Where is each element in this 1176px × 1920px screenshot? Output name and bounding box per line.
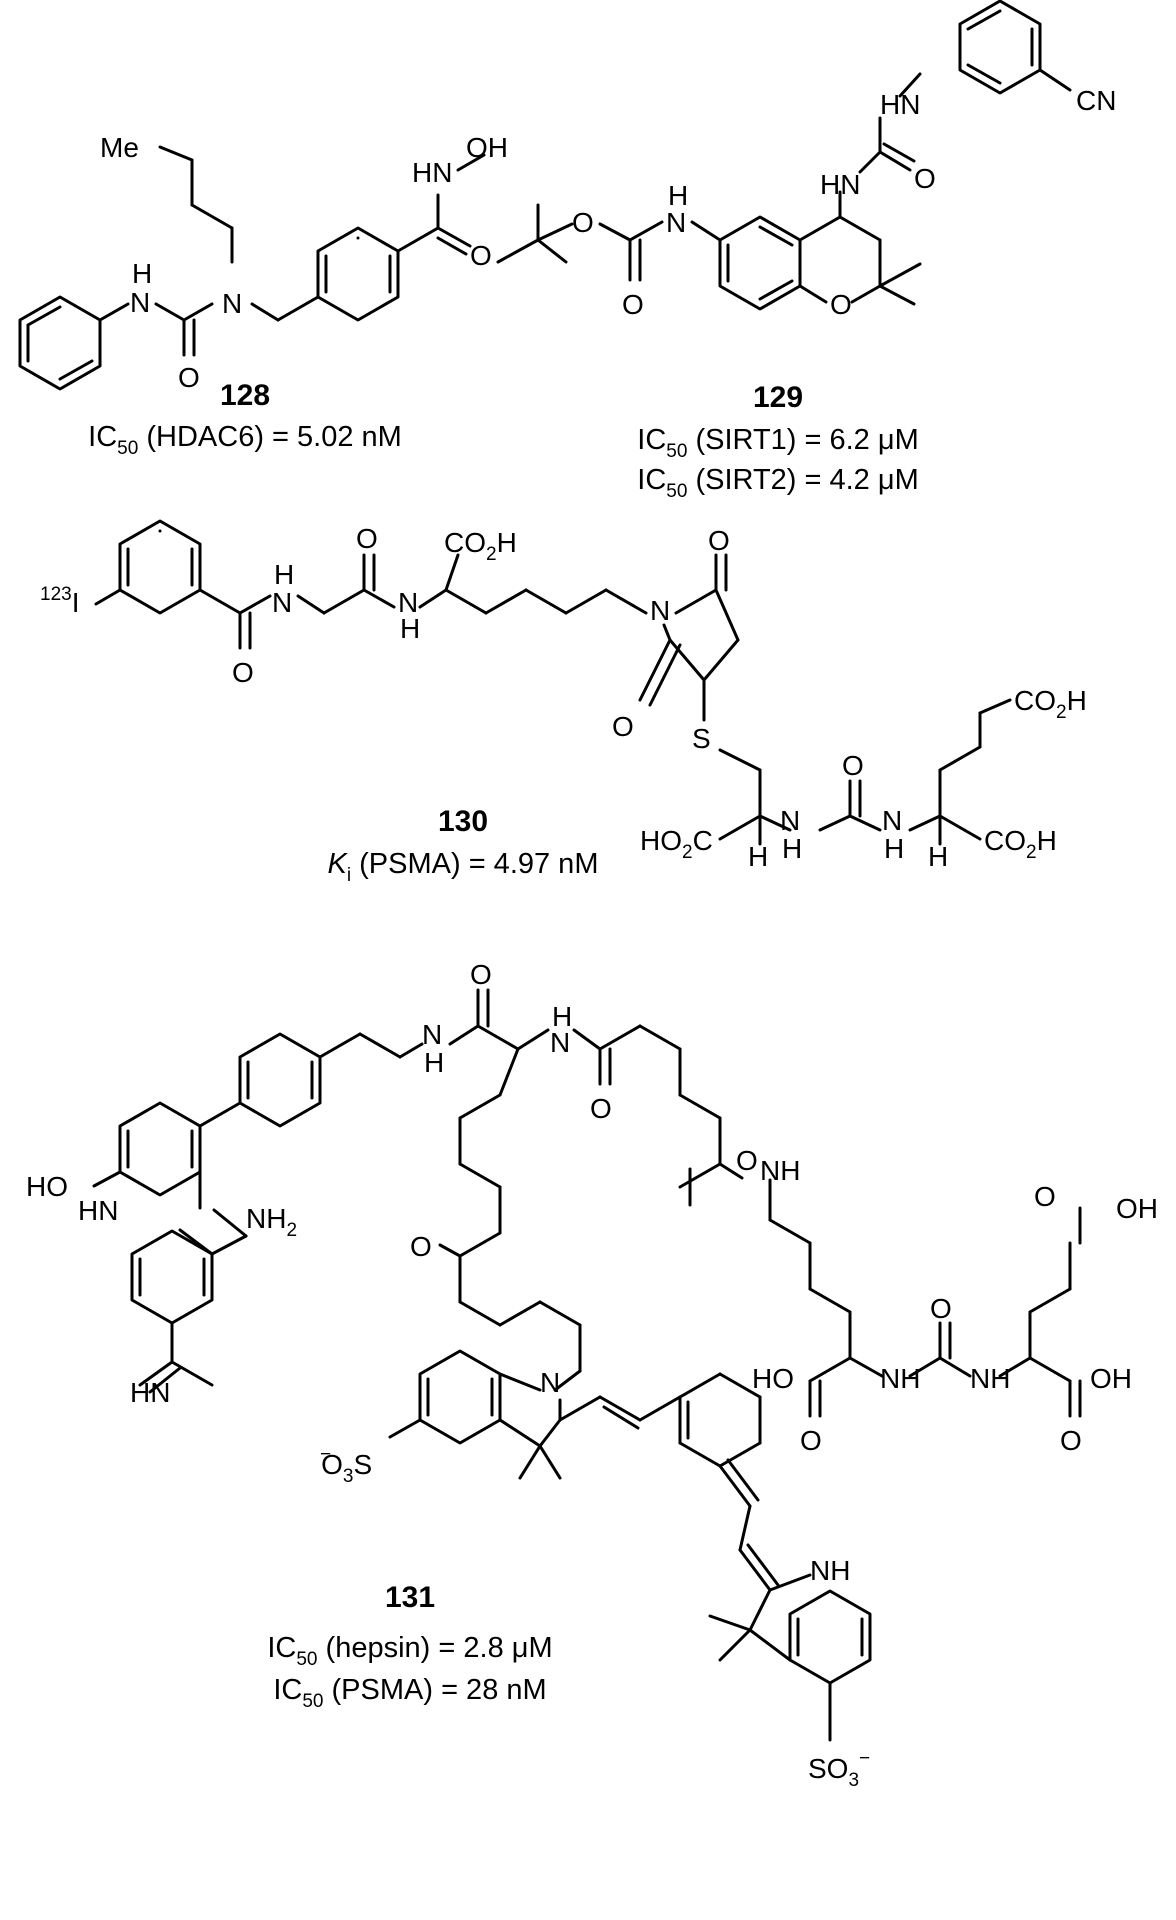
svg-text:Me: Me [100,132,139,163]
svg-text:HO2C: HO2C [640,825,713,863]
svg-text:N: N [882,805,902,836]
activity-131-hepsin: IC50 (hepsin) = 2.8 μM [267,1632,552,1670]
activity-129-sirt2: IC50 (SIRT2) = 4.2 μM [637,464,918,502]
svg-text:H: H [928,841,948,872]
svg-text:CO2H: CO2H [984,825,1057,863]
svg-text:HN: HN [880,89,920,120]
svg-text:HO: HO [26,1171,68,1202]
svg-text:O: O [612,711,634,742]
svg-text:CO2H: CO2H [1014,685,1087,723]
compound-number-130: 130 [438,805,488,838]
svg-text:OH: OH [466,132,508,163]
labels-129: O O H N O HN O HN CN 129 IC50 (SIRT1) = … [572,85,1116,502]
svg-text:H: H [424,1047,444,1078]
svg-text:N: N [398,587,418,618]
svg-text:H: H [748,841,768,872]
labels-130: 123I O H N O N H CO2H N O O S O H N N H … [40,523,1087,886]
svg-text:O: O [708,525,730,556]
activity-129-sirt1: IC50 (SIRT1) = 6.2 μM [637,424,918,462]
svg-text:NH: NH [880,1363,920,1394]
svg-text:O: O [800,1425,822,1456]
svg-text:N: N [540,1367,560,1398]
svg-text:HN: HN [130,1377,170,1408]
svg-text:SO3−: SO3− [808,1748,870,1791]
svg-text:NH: NH [760,1155,800,1186]
svg-text:O: O [1060,1425,1082,1456]
svg-text:N: N [666,207,686,238]
labels-128: Me H N O N HN O OH 128 IC50 (HDAC6) = 5.… [88,132,508,459]
svg-text:HN: HN [412,157,452,188]
svg-text:−O3S: −O3S [320,1444,372,1487]
svg-text:N: N [222,288,242,319]
svg-text:O: O [590,1093,612,1124]
svg-text:NH: NH [970,1363,1010,1394]
svg-text:NH: NH [810,1555,850,1586]
activity-128: IC50 (HDAC6) = 5.02 nM [88,421,402,459]
svg-text:O: O [356,523,378,554]
svg-text:H: H [782,833,802,864]
svg-text:H: H [274,559,294,590]
svg-text:O: O [1034,1181,1056,1212]
svg-text:O: O [830,289,852,320]
svg-text:H: H [884,833,904,864]
structure-130 [94,519,1012,846]
svg-text:O: O [470,959,492,990]
svg-text:O: O [470,240,492,271]
svg-text:O: O [622,289,644,320]
svg-text:O: O [842,750,864,781]
svg-text:H: H [132,258,152,289]
svg-text:O: O [178,362,200,393]
svg-text:O: O [410,1231,432,1262]
structure-129 [496,0,1072,311]
svg-text:HN: HN [820,169,860,200]
svg-text:H: H [552,1001,572,1032]
svg-text:O: O [930,1293,952,1324]
svg-text:S: S [692,723,711,754]
activity-130: Ki (PSMA) = 4.97 nM [328,848,599,886]
svg-text:O: O [572,207,594,238]
svg-text:NH2: NH2 [246,1203,297,1241]
svg-text:N: N [422,1019,442,1050]
svg-text:HN: HN [78,1195,118,1226]
svg-text:OH: OH [1116,1193,1158,1224]
structure-128 [18,145,486,391]
compound-number-131: 131 [385,1581,435,1614]
svg-text:O: O [914,163,936,194]
svg-text:H: H [400,613,420,644]
svg-text:CO2H: CO2H [444,527,517,565]
activity-131-psma: IC50 (PSMA) = 28 nM [273,1674,546,1712]
svg-text:O: O [736,1145,758,1176]
svg-text:H: H [668,180,688,211]
svg-text:HO: HO [752,1363,794,1394]
svg-text:123I: 123I [40,584,79,618]
svg-text:N: N [550,1027,570,1058]
svg-text:N: N [130,287,150,318]
svg-text:N: N [272,587,292,618]
svg-text:OH: OH [1090,1363,1132,1394]
compound-number-128: 128 [220,379,270,412]
svg-text:N: N [780,805,800,836]
labels-131: HO HN NH2 HN N H O H N O O NH O N −O3S O… [26,959,1158,1791]
structure-131 [92,988,1082,1742]
svg-text:O: O [232,657,254,688]
svg-text:N: N [650,595,670,626]
compound-number-129: 129 [753,381,803,414]
svg-text:CN: CN [1076,85,1116,116]
